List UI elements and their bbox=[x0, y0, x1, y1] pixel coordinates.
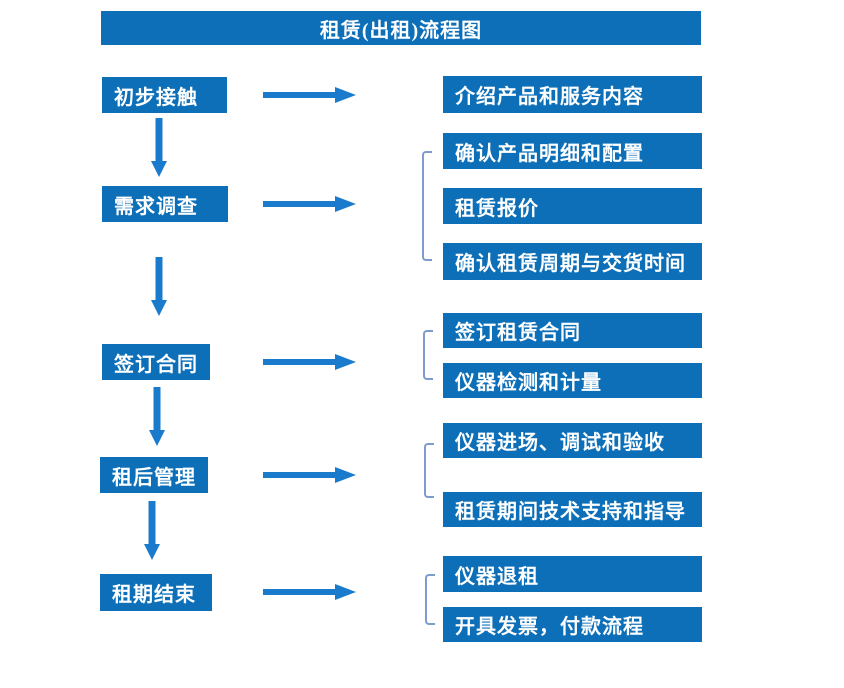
group-bracket bbox=[424, 443, 434, 498]
stage-box-sign-contract: 签订合同 bbox=[102, 344, 210, 380]
flow-arrow-right-icon bbox=[263, 354, 356, 370]
page-title: 租赁(出租)流程图 bbox=[319, 19, 483, 42]
flow-arrow-down-icon bbox=[151, 118, 167, 177]
detail-box-instrument-return: 仪器退租 bbox=[443, 556, 702, 592]
detail-box-tech-support: 租赁期间技术支持和指导 bbox=[443, 492, 702, 527]
flow-arrow-down-icon bbox=[149, 387, 165, 446]
group-bracket bbox=[423, 330, 433, 380]
group-bracket bbox=[422, 151, 432, 261]
group-bracket bbox=[425, 574, 435, 625]
stage-box-lease-end: 租期结束 bbox=[100, 574, 212, 611]
flow-arrow-right-icon bbox=[263, 196, 356, 212]
flow-arrow-down-icon bbox=[151, 257, 167, 316]
detail-box-invoice-payment: 开具发票，付款流程 bbox=[443, 607, 702, 642]
stage-box-initial-contact: 初步接触 bbox=[102, 77, 227, 113]
flow-arrow-down-icon bbox=[144, 501, 160, 560]
detail-box-instrument-test-calibration: 仪器检测和计量 bbox=[443, 363, 702, 398]
stage-box-post-rental-management: 租后管理 bbox=[100, 457, 208, 493]
flow-arrow-right-icon bbox=[263, 87, 356, 103]
detail-box-confirm-product-config: 确认产品明细和配置 bbox=[443, 133, 702, 169]
detail-box-introduce-products: 介绍产品和服务内容 bbox=[443, 76, 702, 113]
detail-box-rental-quote: 租赁报价 bbox=[443, 188, 702, 224]
flow-arrow-right-icon bbox=[263, 584, 356, 600]
title-bar: 租赁(出租)流程图 bbox=[101, 11, 701, 45]
detail-box-sign-rental-contract: 签订租赁合同 bbox=[443, 313, 702, 348]
stage-box-needs-survey: 需求调查 bbox=[102, 186, 228, 222]
detail-box-instrument-setup-acceptance: 仪器进场、调试和验收 bbox=[443, 423, 702, 458]
flow-arrow-right-icon bbox=[263, 467, 356, 483]
detail-box-confirm-period-delivery: 确认租赁周期与交货时间 bbox=[443, 243, 702, 280]
